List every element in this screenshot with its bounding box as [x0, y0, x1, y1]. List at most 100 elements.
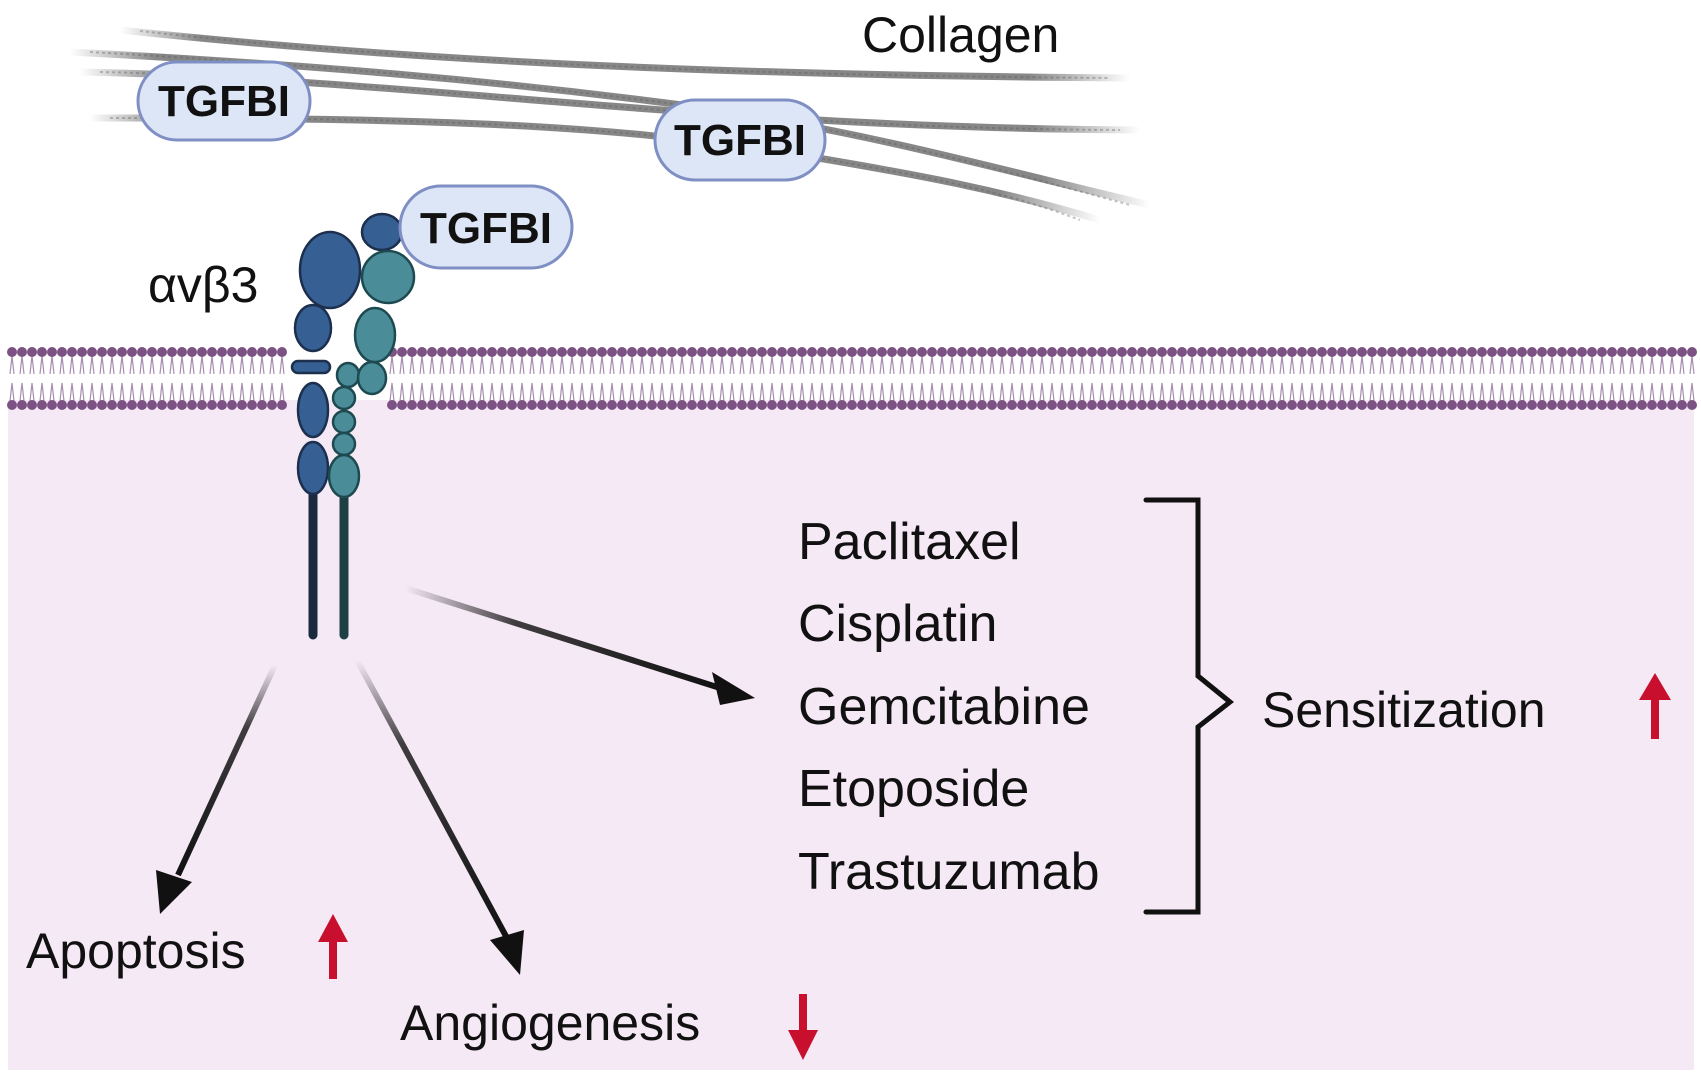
lipid-head: [1667, 347, 1677, 357]
lipid-head: [1337, 400, 1347, 410]
lipid-tail: [449, 355, 455, 375]
cytoplasm-region: [8, 400, 1694, 1070]
lipid-head: [567, 400, 577, 410]
lipid-tail: [999, 382, 1005, 402]
lipid-head: [787, 347, 797, 357]
lipid-tail: [1229, 382, 1235, 402]
lipid-head: [277, 347, 287, 357]
integrin-alpha-v: [290, 212, 404, 640]
lipid-tail: [49, 382, 55, 402]
lipid-head: [1547, 400, 1557, 410]
lipid-tail: [1199, 355, 1205, 375]
lipid-tail: [649, 355, 655, 375]
lipid-head: [1557, 400, 1567, 410]
lipid-tail: [1109, 355, 1115, 375]
lipid-tail: [69, 355, 75, 375]
lipid-tail: [739, 382, 745, 402]
lipid-head: [1477, 400, 1487, 410]
lipid-head: [737, 400, 747, 410]
lipid-tail: [1449, 355, 1455, 375]
lipid-head: [1207, 347, 1217, 357]
lipid-head: [67, 400, 77, 410]
lipid-head: [937, 347, 947, 357]
lipid-head: [1317, 400, 1327, 410]
lipid-tail: [1429, 382, 1435, 402]
lipid-head: [1127, 400, 1137, 410]
lipid-tail: [1189, 382, 1195, 402]
lipid-tail: [1349, 382, 1355, 402]
lipid-head: [407, 400, 417, 410]
drug-list: Paclitaxel Cisplatin Gemcitabine Etoposi…: [798, 513, 1100, 901]
lipid-tail: [999, 355, 1005, 375]
lipid-head: [107, 347, 117, 357]
lipid-head: [1147, 347, 1157, 357]
lipid-head: [1117, 400, 1127, 410]
lipid-head: [1667, 400, 1677, 410]
lipid-tail: [1409, 355, 1415, 375]
lipid-head: [757, 400, 767, 410]
lipid-tail: [1169, 355, 1175, 375]
lipid-tail: [619, 382, 625, 402]
lipid-tail: [169, 382, 175, 402]
lipid-head: [407, 347, 417, 357]
lipid-head: [867, 400, 877, 410]
lipid-head: [777, 400, 787, 410]
lipid-head: [1177, 400, 1187, 410]
lipid-head: [817, 347, 827, 357]
lipid-tail: [549, 355, 555, 375]
lipid-tail: [139, 355, 145, 375]
lipid-tail: [129, 382, 135, 402]
lipid-head: [597, 347, 607, 357]
lipid-head: [207, 400, 217, 410]
lipid-tail: [1009, 355, 1015, 375]
lipid-tail: [1129, 355, 1135, 375]
lipid-head: [637, 347, 647, 357]
lipid-head: [927, 400, 937, 410]
lipid-tail: [689, 382, 695, 402]
lipid-tail: [989, 355, 995, 375]
lipid-tail: [779, 355, 785, 375]
lipid-tail: [1399, 355, 1405, 375]
lipid-head: [1107, 347, 1117, 357]
lipid-head: [577, 400, 587, 410]
lipid-tail: [969, 382, 975, 402]
lipid-head: [1417, 400, 1427, 410]
drug-item: Etoposide: [798, 760, 1029, 818]
lipid-head: [167, 347, 177, 357]
lipid-tail: [819, 355, 825, 375]
lipid-tail: [1259, 382, 1265, 402]
lipid-head: [1307, 400, 1317, 410]
lipid-head: [67, 347, 77, 357]
lipid-tail: [609, 382, 615, 402]
lipid-tail: [1089, 355, 1095, 375]
lipid-tail: [629, 382, 635, 402]
lipid-head: [447, 400, 457, 410]
lipid-head: [997, 347, 1007, 357]
lipid-tail: [389, 355, 395, 375]
lipid-head: [1387, 400, 1397, 410]
lipid-head: [1397, 400, 1407, 410]
lipid-tail: [189, 355, 195, 375]
lipid-head: [577, 347, 587, 357]
lipid-head: [417, 347, 427, 357]
lipid-head: [227, 347, 237, 357]
collagen-fiber: [116, 26, 1134, 82]
lipid-tail: [1439, 382, 1445, 402]
lipid-head: [147, 347, 157, 357]
lipid-tail: [29, 382, 35, 402]
lipid-tail: [1079, 355, 1085, 375]
lipid-head: [557, 400, 567, 410]
lipid-tail: [769, 355, 775, 375]
lipid-head: [107, 400, 117, 410]
lipid-tail: [89, 355, 95, 375]
lipid-head: [607, 400, 617, 410]
lipid-tail: [239, 382, 245, 402]
lipid-tail: [909, 382, 915, 402]
lipid-head: [547, 400, 557, 410]
lipid-tail: [579, 355, 585, 375]
lipid-tail: [1609, 355, 1615, 375]
lipid-tail: [1079, 382, 1085, 402]
lipid-head: [1357, 347, 1367, 357]
lipid-head: [1267, 347, 1277, 357]
